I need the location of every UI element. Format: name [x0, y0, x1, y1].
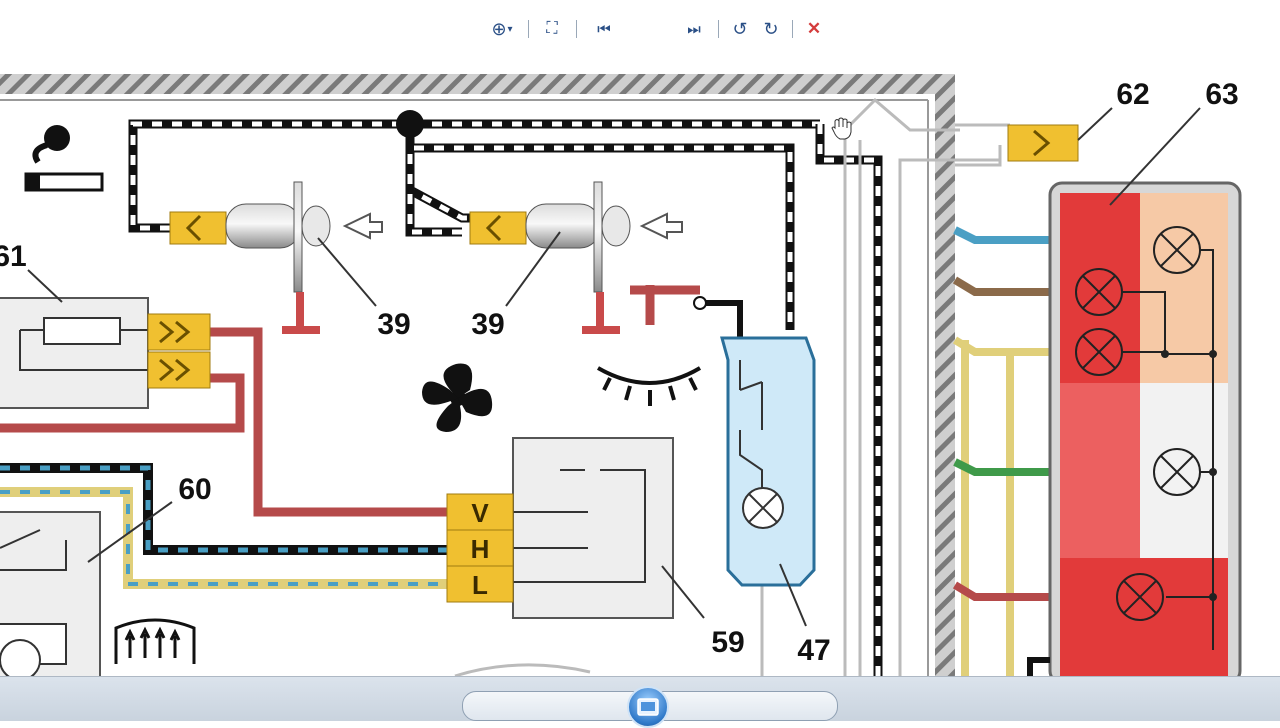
hand-cursor-icon	[831, 117, 852, 140]
smoking-icon	[24, 125, 104, 192]
label-59: 59	[711, 626, 744, 659]
toolbar-separator	[792, 20, 793, 38]
image-viewer-canvas[interactable]: V H L	[0, 0, 1280, 676]
rotate-left-button[interactable]: ↺	[726, 18, 754, 40]
chevron-down-icon: ▾	[507, 23, 513, 35]
door-switch-47	[693, 296, 816, 587]
label-63: 63	[1205, 78, 1238, 111]
terminal-h: H	[471, 534, 490, 564]
delete-button[interactable]: ✕	[800, 18, 828, 40]
delete-icon: ✕	[806, 19, 822, 38]
tail-lamp-63	[1027, 107, 1242, 676]
component-61	[0, 297, 211, 409]
bottom-arc	[454, 663, 591, 676]
previous-icon: ⏮	[597, 20, 611, 38]
fit-to-window-icon: ⛶	[546, 20, 558, 37]
toolbar-separator	[528, 20, 529, 38]
tail-lamp-wires	[952, 226, 1055, 676]
map-lamp-left	[169, 181, 383, 334]
heater-switch-59: V H L	[446, 437, 674, 619]
rotate-right-icon: ↻	[763, 18, 779, 39]
label-60: 60	[178, 473, 211, 506]
zoom-icon: ⊕	[491, 18, 507, 39]
slideshow-icon	[637, 698, 659, 716]
leader-lines	[27, 231, 807, 627]
component-60	[0, 511, 101, 676]
toolbar-separator	[576, 20, 577, 38]
terminal-v: V	[471, 498, 489, 528]
fit-to-window-button[interactable]: ⛶	[538, 18, 566, 40]
next-button[interactable]: ⏭	[678, 18, 710, 40]
eye-lamp-icon	[597, 366, 702, 406]
connector-62	[1007, 107, 1113, 162]
rotate-left-icon: ↺	[732, 18, 748, 39]
terminal-l: L	[472, 570, 488, 600]
black-white-wires	[0, 110, 883, 676]
next-icon: ⏭	[687, 20, 701, 38]
wiring-diagram: V H L	[0, 74, 1242, 676]
fan-icon	[422, 363, 493, 432]
label-47: 47	[797, 634, 830, 667]
label-39-right: 39	[471, 308, 504, 341]
rotate-right-button[interactable]: ↻	[757, 18, 785, 40]
label-62: 62	[1116, 78, 1149, 111]
rear-defrost-icon	[114, 618, 196, 664]
zoom-button[interactable]: ⊕ ▾	[485, 18, 519, 40]
slideshow-button[interactable]	[627, 686, 669, 728]
toolbar-separator	[718, 20, 719, 38]
label-61: 61	[0, 240, 27, 273]
white-wires	[760, 97, 1010, 676]
label-39-left: 39	[377, 308, 410, 341]
map-lamp-right	[469, 181, 683, 334]
housing-frame	[0, 74, 955, 676]
previous-button[interactable]: ⏮	[588, 18, 620, 40]
red-wire	[0, 285, 700, 517]
